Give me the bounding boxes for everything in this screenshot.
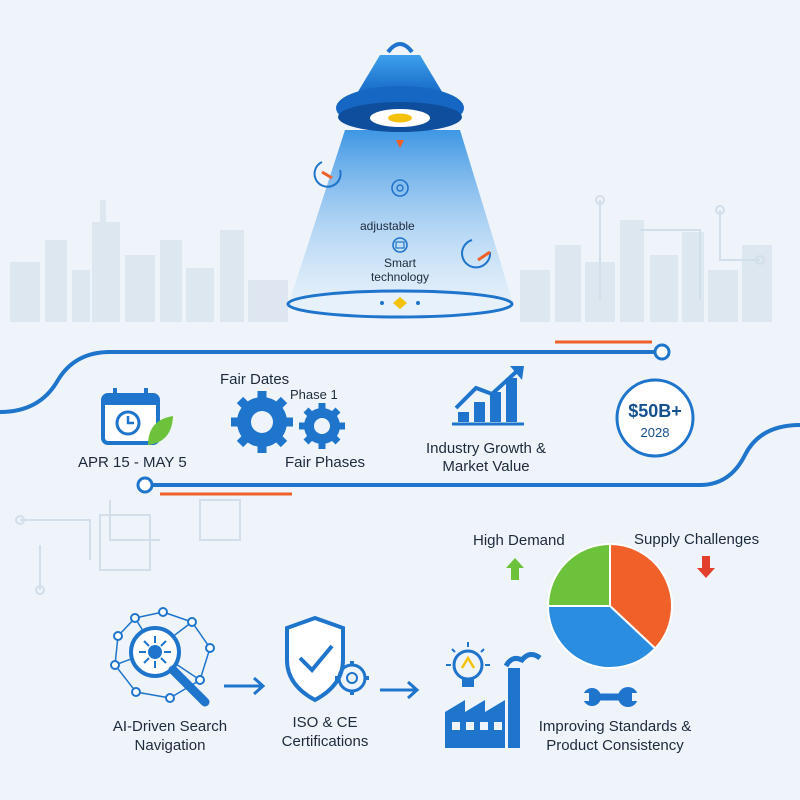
supply-challenges-label: Supply Challenges xyxy=(634,531,760,548)
lamp-shade xyxy=(356,55,444,95)
circuit-background xyxy=(15,195,765,595)
pie-slice-2 xyxy=(546,605,657,669)
standards-line1: Improving Standards & xyxy=(538,718,692,735)
up-arrow-icon xyxy=(506,558,524,580)
wrench-icon xyxy=(581,687,640,707)
light-beam xyxy=(290,130,512,300)
adjust-dial-icon-left xyxy=(313,161,342,188)
pie-slice-3 xyxy=(546,542,611,607)
cert-line2: Certifications xyxy=(281,733,369,750)
ai-search-line1: AI-Driven Search xyxy=(112,718,228,735)
fair-phases-label: Fair Phases xyxy=(285,454,366,471)
leaf-icon xyxy=(148,416,173,445)
arrow-right-icon xyxy=(380,680,420,700)
ai-search-label: AI-Driven Search Navigation xyxy=(113,717,227,755)
market-year-label: 2028 xyxy=(640,425,670,440)
down-arrow-icon xyxy=(697,556,715,578)
adjust-dial-icon-right xyxy=(461,239,492,269)
arrow-right-icon xyxy=(224,676,266,696)
growth-line2: Market Value xyxy=(442,458,530,475)
ai-search-line2: Navigation xyxy=(134,737,206,754)
pie-slice-1 xyxy=(609,542,673,650)
adjustable-label: adjustable xyxy=(360,219,415,233)
industry-growth-label: Industry Growth & Market Value xyxy=(426,440,546,476)
smart-technology-label: Smart technology xyxy=(371,256,429,284)
diamond-marker xyxy=(393,297,407,309)
lamp-illustration xyxy=(286,42,514,319)
skyline-background xyxy=(10,200,772,322)
timeline-node-bottom xyxy=(136,476,154,494)
gears-icon xyxy=(231,391,345,453)
cert-line1: ISO & CE xyxy=(292,714,358,731)
ai-search-network-icon xyxy=(110,607,215,707)
chip-icon xyxy=(392,237,408,253)
lamp-hook xyxy=(386,42,414,54)
market-value-label: $50B+ xyxy=(628,401,682,421)
growth-line1: Industry Growth & xyxy=(425,440,547,457)
standards-label: Improving Standards & Product Consistenc… xyxy=(539,717,692,755)
pie-chart xyxy=(546,542,673,669)
technology-label: technology xyxy=(370,270,430,284)
smart-label: Smart xyxy=(383,256,417,270)
market-value-badge xyxy=(615,378,695,458)
high-demand-label: High Demand xyxy=(473,532,565,549)
lamp-bulb xyxy=(388,113,412,123)
date-range-label: APR 15 - MAY 5 xyxy=(78,454,187,471)
sensor-icon xyxy=(391,179,409,197)
growth-chart-icon xyxy=(452,366,524,426)
standards-line2: Product Consistency xyxy=(546,737,684,754)
factory-lightbulb-icon xyxy=(445,642,542,748)
fair-dates-label: Fair Dates xyxy=(220,371,290,388)
certifications-label: ISO & CE Certifications xyxy=(282,713,369,751)
timeline-track xyxy=(0,350,800,487)
calendar-icon xyxy=(101,388,160,445)
shield-certification-icon xyxy=(285,615,369,703)
timeline-node-top xyxy=(653,343,671,361)
phase-label: Phase 1 xyxy=(290,387,338,402)
